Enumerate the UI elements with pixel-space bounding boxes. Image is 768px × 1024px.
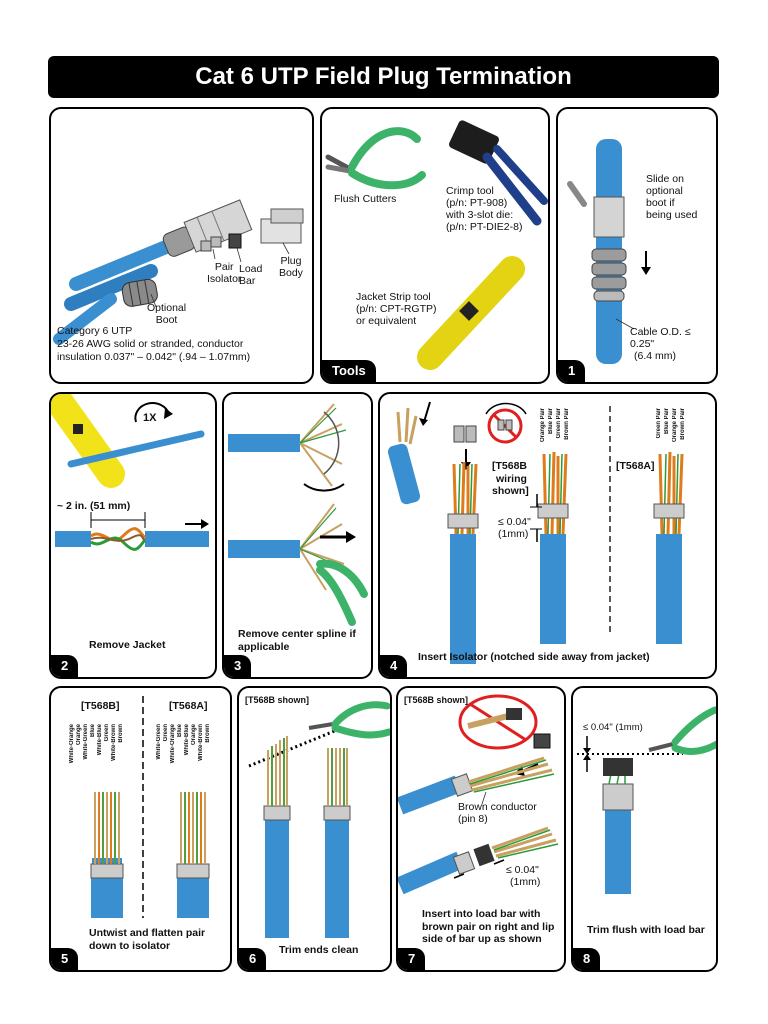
wire-b-4: Blue	[90, 724, 96, 738]
pair-label-b-4: Brown Pair	[564, 408, 570, 440]
pair-label-a-3: Orange Pair	[672, 408, 678, 443]
t568a-label: [T568A]	[169, 700, 208, 712]
step-3-illustration	[228, 403, 368, 626]
right-arrow-icon	[320, 531, 356, 543]
step-1-illustration	[567, 139, 651, 364]
wire-a-7: White-Brown	[198, 724, 204, 761]
step-5-panel: [T568B] [T568A] White-Orange Orange Whit…	[49, 686, 232, 972]
step-4-illustration	[387, 401, 685, 664]
down-arrow-icon	[419, 401, 431, 426]
pair-label-a-4: Brown Pair	[680, 408, 686, 440]
parts-illustration	[53, 199, 304, 345]
rotation-label: 1X	[143, 412, 157, 424]
pair-label-b-1: Orange Pair	[540, 408, 546, 443]
step-5-badge: 5	[51, 948, 79, 970]
isolator-gap-label: ≤ 0.04"(1mm)	[498, 516, 531, 540]
flush-cutters-label: Flush Cutters	[334, 193, 397, 205]
wire-a-8: Brown	[205, 724, 211, 743]
step-2-panel: 1X ~ 2 in. (51 mm) Remove Jacket 2	[49, 392, 217, 679]
crimp-tool-icon	[449, 120, 548, 226]
flush-gap-label: ≤ 0.04" (1mm)	[583, 722, 643, 733]
step-8-panel: ≤ 0.04" (1mm) Trim flush with load bar 8	[571, 686, 718, 972]
parts-panel: Category 6 UTP 23-26 AWG solid or strand…	[49, 107, 314, 384]
flush-cutters-icon	[325, 127, 426, 190]
wire-a-3: White-Orange	[170, 724, 176, 764]
step-4-caption: Insert Isolator (notched side away from …	[418, 651, 650, 663]
step-2-caption: Remove Jacket	[89, 639, 166, 651]
wire-b-2: Orange	[76, 724, 82, 746]
step-7-panel: [T568B shown] Brown conductor(pin 8) ≤ 0…	[396, 686, 566, 972]
step-6-panel: [T568B shown] Trim ends clean 6	[237, 686, 392, 972]
step-5-illustration	[90, 696, 210, 918]
tools-badge: Tools	[322, 360, 376, 382]
step-8-caption: Trim flush with load bar	[587, 924, 705, 936]
pair-label-a-2: Blue Pair	[664, 408, 670, 435]
step-8-badge: 8	[573, 948, 601, 970]
wire-b-5: White-Blue	[97, 724, 103, 756]
jacket-strip-tool-icon	[417, 256, 525, 370]
t568b-shown-label: [T568B shown]	[245, 695, 310, 705]
step-1-badge: 1	[558, 360, 586, 382]
brown-conductor-label: Brown conductor(pin 8)	[458, 801, 537, 825]
step-6-caption: Trim ends clean	[279, 944, 359, 956]
step-8-illustration	[577, 706, 716, 894]
step-4-badge: 4	[380, 655, 408, 677]
load-bar-gap-label: ≤ 0.04"(1mm)	[506, 864, 541, 888]
down-arrow-icon	[641, 251, 651, 275]
cable-spec-line2: 23-26 AWG solid or stranded, conductor	[57, 338, 244, 350]
page-title: Cat 6 UTP Field Plug Termination	[48, 56, 719, 98]
tools-illustration	[325, 120, 548, 370]
jacket-strip-label: Jacket Strip tool(p/n: CPT-RGTP)or equiv…	[356, 291, 437, 327]
step-7-illustration	[398, 694, 559, 895]
pair-label-a-1: Green Pair	[656, 408, 662, 439]
strip-length-label: ~ 2 in. (51 mm)	[57, 500, 131, 512]
cable-od-label: Cable O.D. ≤ 0.25"(6.4 mm)	[630, 326, 691, 362]
cable-spec-line3: insulation 0.037" – 0.042" (.94 – 1.07mm…	[57, 351, 251, 363]
step-6-illustration	[248, 701, 390, 938]
wire-b-8: Brown	[118, 724, 124, 743]
pair-label-b-2: Blue Pair	[548, 408, 554, 435]
wire-b-7: White-Brown	[111, 724, 117, 761]
pair-label-b-3: Green Pair	[556, 408, 562, 439]
prohibited-icon	[458, 694, 538, 750]
wire-a-4: Blue	[177, 724, 183, 738]
t568b-shown-label: [T568B shown]	[404, 695, 469, 705]
wire-b-6: Green	[104, 724, 110, 742]
wire-b-3: White-Green	[83, 724, 89, 760]
t568a-label: [T568A]	[616, 460, 655, 472]
t568b-label: [T568B]	[81, 700, 120, 712]
crimp-tool-label: Crimp tool(p/n: PT-908)with 3-slot die:(…	[446, 185, 523, 233]
wire-a-1: White-Green	[156, 724, 162, 760]
wire-a-5: White-Blue	[184, 724, 190, 756]
tools-panel: Flush Cutters Crimp tool(p/n: PT-908)wit…	[320, 107, 550, 384]
rotate-arrow-icon	[303, 483, 345, 492]
wire-a-6: Orange	[191, 724, 197, 746]
right-arrow-icon	[185, 519, 209, 529]
step-2-badge: 2	[51, 655, 79, 677]
step-6-badge: 6	[239, 948, 267, 970]
wire-b-1: White-Orange	[69, 724, 75, 764]
prohibited-icon	[487, 408, 523, 444]
step-2-illustration	[51, 394, 209, 551]
cable-spec-line1: Category 6 UTP	[57, 325, 133, 337]
wire-a-2: Green	[163, 724, 169, 742]
step-7-badge: 7	[398, 948, 426, 970]
step-3-badge: 3	[224, 655, 252, 677]
